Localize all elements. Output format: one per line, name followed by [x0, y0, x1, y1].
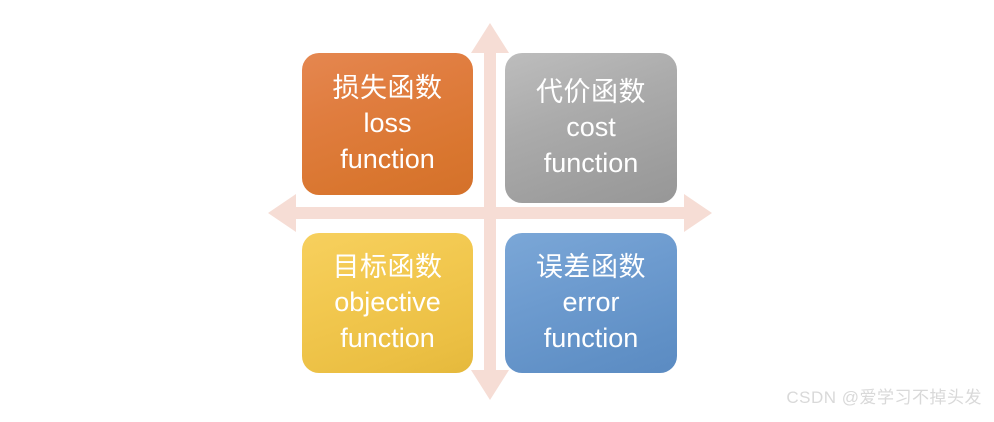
quadrant-objective-label-cn: 目标函数 — [332, 252, 443, 283]
quadrant-box-loss[interactable]: 损失函数 loss function — [302, 53, 473, 195]
quadrant-cost-label-cn: 代价函数 — [536, 77, 646, 108]
quadrant-objective-label-en2: function — [340, 322, 435, 353]
quadrant-objective-label-en1: objective — [334, 287, 441, 318]
quadrant-cost-label-en2: function — [543, 147, 639, 178]
quadrant-error-label-cn: 误差函数 — [536, 252, 646, 283]
quadrant-error-label-en1: error — [562, 287, 620, 318]
quadrant-error-label-en2: function — [543, 322, 639, 353]
quadrant-loss-label-en1: loss — [363, 108, 412, 139]
quadrant-loss-label-cn: 损失函数 — [332, 73, 443, 104]
vertical-axis-arrow — [471, 23, 509, 400]
quadrant-cost-label-en1: cost — [566, 112, 616, 143]
quadrant-box-objective[interactable]: 目标函数 objective function — [302, 233, 473, 373]
quadrant-loss-label-en2: function — [340, 143, 435, 174]
csdn-watermark: CSDN @爱学习不掉头发 — [786, 388, 982, 407]
quadrant-box-cost[interactable]: 代价函数 cost function — [505, 53, 677, 203]
quadrant-box-error[interactable]: 误差函数 error function — [505, 233, 677, 373]
